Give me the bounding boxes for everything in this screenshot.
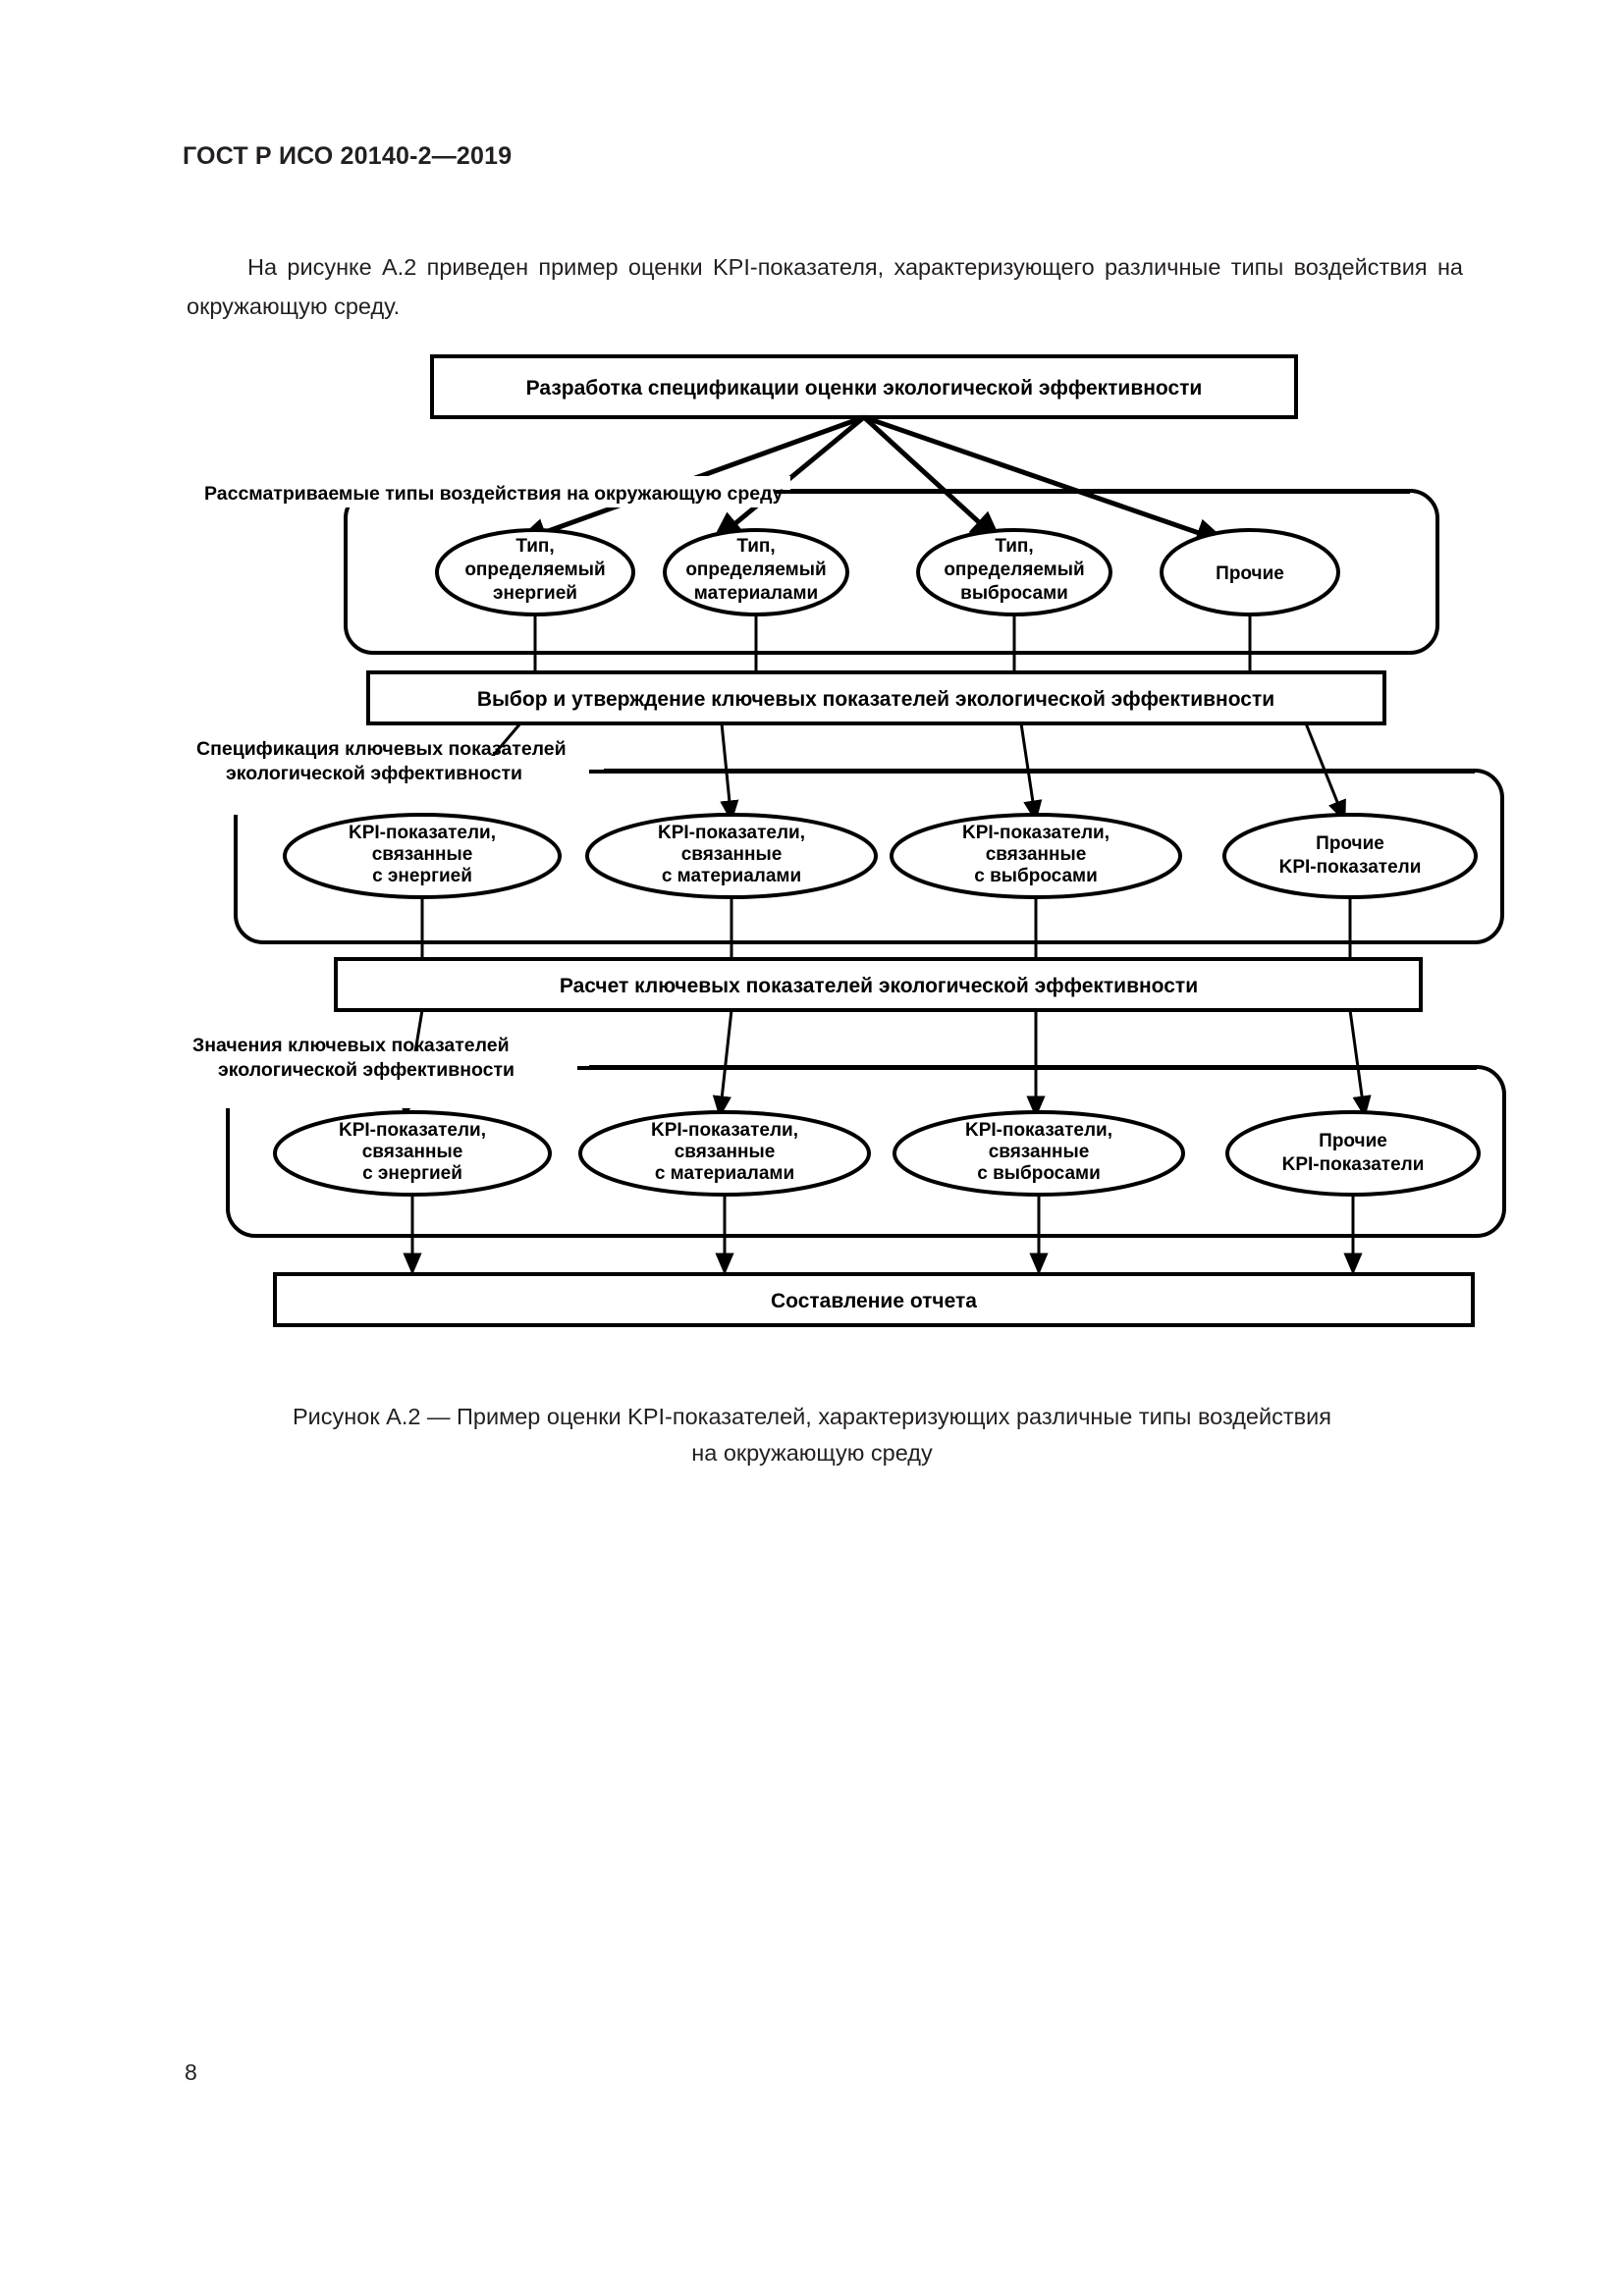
document-header: ГОСТ Р ИСО 20140-2—2019 [183, 142, 513, 170]
node-kpi-value-emissions-line2: связанные [989, 1142, 1090, 1162]
figure-a2: Разработка спецификации оценки экологиче… [0, 339, 1624, 1340]
node-type-energy-line2: определяемый [464, 560, 605, 580]
node-type-other-line1: Прочие [1216, 563, 1284, 584]
node-type-materials-line2: определяемый [685, 560, 826, 580]
node-kpi-spec-other-line2: KPI-показатели [1279, 857, 1422, 878]
node-kpi-spec-energy-line3: с энергией [372, 866, 472, 886]
figure-caption: Рисунок А.2 — Пример оценки KPI-показате… [292, 1399, 1332, 1471]
node-kpi-value-emissions-line3: с выбросами [977, 1163, 1101, 1184]
group-kpi-values-label-line2: экологической эффективности [218, 1059, 514, 1081]
node-type-energy-line3: энергией [493, 583, 577, 604]
node-kpi-value-materials-line3: с материалами [655, 1163, 794, 1184]
node-kpi-spec-other-line1: Прочие [1316, 833, 1384, 854]
process-box-2 [366, 670, 1386, 725]
node-kpi-spec-materials-line1: KPI-показатели, [658, 823, 805, 843]
figure-caption-line2: на окружающую среду [691, 1440, 933, 1466]
process-box-1-label: Разработка спецификации оценки экологиче… [526, 377, 1203, 400]
page-number: 8 [185, 2059, 197, 2085]
process-box-4-label: Составление отчета [771, 1290, 977, 1312]
node-kpi-value-other-line1: Прочие [1319, 1131, 1387, 1151]
node-kpi-spec-energy-line1: KPI-показатели, [349, 823, 496, 843]
node-kpi-value-energy-line2: связанные [362, 1142, 463, 1162]
node-kpi-value-materials-line2: связанные [675, 1142, 776, 1162]
process-box-3-label: Расчет ключевых показателей экологическо… [560, 975, 1198, 997]
process-box-3 [334, 957, 1423, 1012]
node-kpi-value-emissions-line1: KPI-показатели, [965, 1120, 1112, 1141]
node-kpi-spec-emissions-line1: KPI-показатели, [962, 823, 1110, 843]
node-type-emissions-line3: выбросами [960, 583, 1068, 604]
group-kpi-specification-label-line1: Спецификация ключевых показателей [196, 738, 567, 760]
node-type-emissions-line2: определяемый [944, 560, 1084, 580]
node-kpi-value-energy-line3: с энергией [362, 1163, 462, 1184]
group-kpi-specification-label-line2: экологической эффективности [226, 763, 522, 784]
group-impact-types-label: Рассматриваемые типы воздействия на окру… [204, 483, 784, 505]
process-box-1 [430, 354, 1298, 419]
group-kpi-values-label-line1: Значения ключевых показателей [192, 1035, 510, 1056]
node-kpi-spec-emissions-line2: связанные [986, 844, 1087, 865]
node-kpi-spec-emissions-line3: с выбросами [974, 866, 1098, 886]
connector-p3-to-val2 [712, 1009, 733, 1118]
node-kpi-spec-materials-line3: с материалами [662, 866, 801, 886]
figure-caption-line1: Рисунок А.2 — Пример оценки KPI-показате… [293, 1404, 1331, 1429]
node-kpi-spec-materials-line2: связанные [681, 844, 783, 865]
node-kpi-value-energy-line1: KPI-показатели, [339, 1120, 486, 1141]
node-kpi-spec-energy-line2: связанные [372, 844, 473, 865]
process-box-4 [273, 1272, 1475, 1327]
process-box-2-label: Выбор и утверждение ключевых показателей… [477, 688, 1274, 711]
connector-p1-to-type4 [863, 414, 1229, 547]
intro-paragraph: На рисунке А.2 приведен пример оценки KP… [187, 253, 1463, 319]
node-type-materials-line3: материалами [694, 583, 818, 604]
node-type-energy-line1: Тип, [515, 536, 554, 557]
node-type-materials-line1: Тип, [736, 536, 775, 557]
node-kpi-value-other [1225, 1110, 1481, 1197]
node-kpi-value-materials-line1: KPI-показатели, [651, 1120, 798, 1141]
node-type-emissions-line1: Тип, [995, 536, 1033, 557]
connector-p3-to-val4 [1348, 1009, 1372, 1118]
node-kpi-spec-other [1222, 813, 1478, 899]
node-kpi-value-other-line2: KPI-показатели [1282, 1154, 1425, 1175]
connector-p1-to-type3 [862, 415, 1003, 545]
